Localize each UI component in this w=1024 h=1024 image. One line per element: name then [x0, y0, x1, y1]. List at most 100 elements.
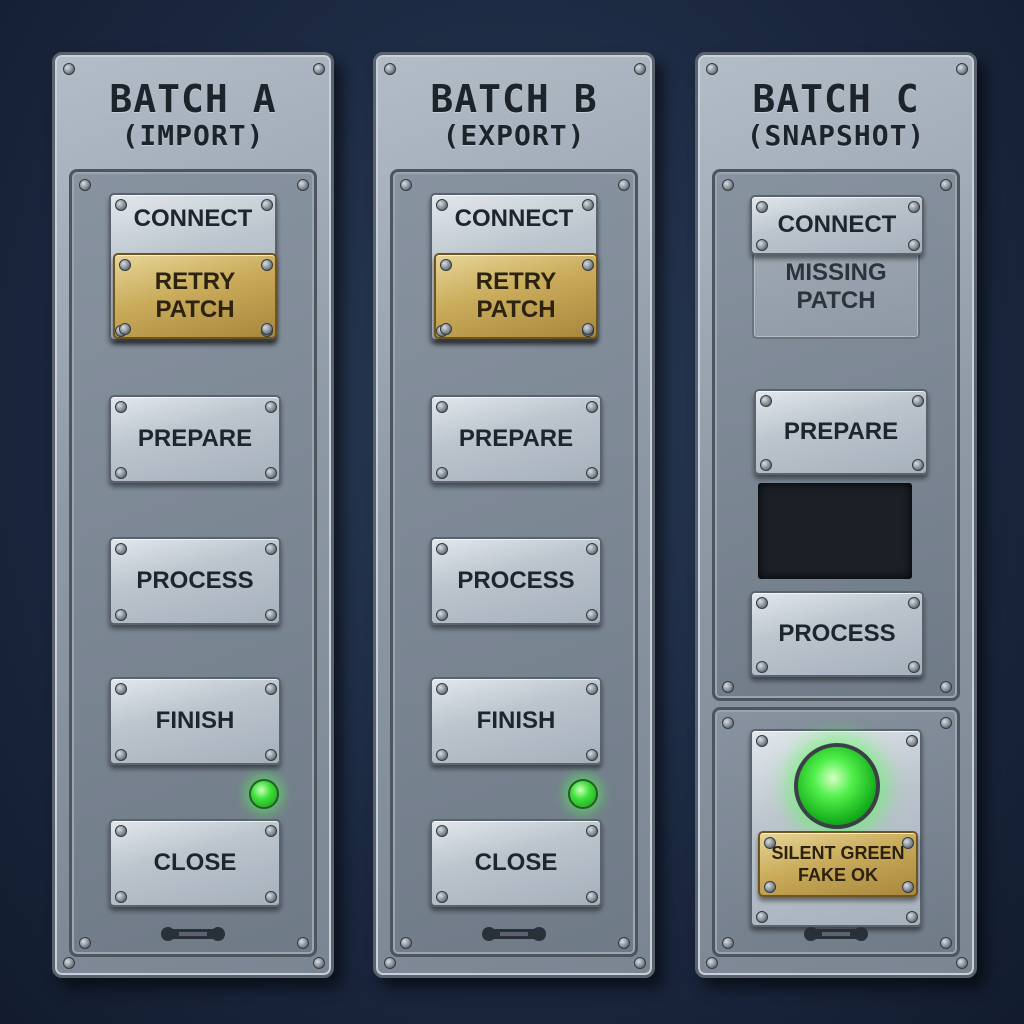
screw [902, 881, 914, 893]
screw [313, 63, 325, 75]
screw [756, 735, 768, 747]
screw [908, 239, 920, 251]
screw [706, 957, 718, 969]
screw [908, 201, 920, 213]
screw [940, 717, 952, 729]
step-process: PROCESS [430, 537, 602, 625]
screw [912, 395, 924, 407]
panel-subtitle: (EXPORT) [442, 119, 586, 152]
screw [582, 323, 594, 335]
screw [115, 401, 127, 413]
retry-patch: RETRY PATCH [434, 253, 598, 339]
screw [115, 891, 127, 903]
panel-subtitle: (SNAPSHOT) [746, 119, 926, 152]
screw [940, 179, 952, 191]
screw [760, 395, 772, 407]
step-connect: CONNECT [750, 195, 924, 255]
screw [436, 199, 448, 211]
screw [756, 661, 768, 673]
screw [764, 837, 776, 849]
panel-subtitle: (IMPORT) [121, 119, 265, 152]
screw [618, 937, 630, 949]
screw [722, 937, 734, 949]
screw [436, 609, 448, 621]
screw [760, 459, 772, 471]
silent-green-label: SILENT GREEN FAKE OK [758, 831, 918, 897]
wrench-icon [482, 926, 546, 942]
screw [436, 543, 448, 555]
screw [940, 681, 952, 693]
screw [764, 881, 776, 893]
panel-batch-a: BATCH A (IMPORT) CONNECT RETRY PATCH PRE… [52, 52, 334, 978]
step-prepare: PREPARE [430, 395, 602, 483]
screw [436, 825, 448, 837]
panel-title: BATCH C [752, 77, 920, 121]
panel-batch-b: BATCH B (EXPORT) CONNECT RETRY PATCH PRE… [373, 52, 655, 978]
screw [265, 609, 277, 621]
status-led-icon [794, 743, 880, 829]
screw [261, 259, 273, 271]
screw [115, 749, 127, 761]
screw [756, 239, 768, 251]
status-led-icon [249, 779, 279, 809]
screw [265, 543, 277, 555]
screw [634, 957, 646, 969]
screw [586, 401, 598, 413]
screw [940, 937, 952, 949]
screw [400, 179, 412, 191]
panel-title: BATCH A [109, 77, 277, 121]
screw [265, 683, 277, 695]
step-prepare: PREPARE [754, 389, 928, 475]
screw [436, 683, 448, 695]
screw [756, 597, 768, 609]
screw [586, 609, 598, 621]
screw [908, 597, 920, 609]
screw [261, 323, 273, 335]
screw [436, 749, 448, 761]
screw [722, 681, 734, 693]
screw [115, 683, 127, 695]
step-process: PROCESS [750, 591, 924, 677]
step-finish: FINISH [430, 677, 602, 765]
screw [400, 937, 412, 949]
screw [79, 937, 91, 949]
step-prepare: PREPARE [109, 395, 281, 483]
screw [436, 467, 448, 479]
step-close: CLOSE [430, 819, 602, 907]
screw [440, 323, 452, 335]
screw [79, 179, 91, 191]
screw [586, 749, 598, 761]
tangled-wire-icon [758, 483, 912, 579]
panel-batch-c: BATCH C (SNAPSHOT) MISSING PATCH CONNECT… [695, 52, 977, 978]
screw [384, 957, 396, 969]
screw [722, 179, 734, 191]
screw [115, 609, 127, 621]
screw [261, 199, 273, 211]
screw [906, 911, 918, 923]
panel-title: BATCH B [430, 77, 598, 121]
screw [313, 957, 325, 969]
screw [582, 199, 594, 211]
screw [706, 63, 718, 75]
screw [756, 201, 768, 213]
screw [265, 891, 277, 903]
screw [722, 717, 734, 729]
step-label: CONNECT [133, 205, 253, 232]
step-process: PROCESS [109, 537, 281, 625]
screw [756, 911, 768, 923]
screw [586, 891, 598, 903]
screw [297, 179, 309, 191]
screw [440, 259, 452, 271]
screw [902, 837, 914, 849]
screw [384, 63, 396, 75]
screw [265, 825, 277, 837]
step-finish: FINISH [109, 677, 281, 765]
screw [906, 735, 918, 747]
status-led-icon [568, 779, 598, 809]
step-label: CONNECT [454, 205, 574, 232]
retry-patch: RETRY PATCH [113, 253, 277, 339]
screw [586, 825, 598, 837]
screw [115, 467, 127, 479]
screw [297, 937, 309, 949]
screw [586, 683, 598, 695]
